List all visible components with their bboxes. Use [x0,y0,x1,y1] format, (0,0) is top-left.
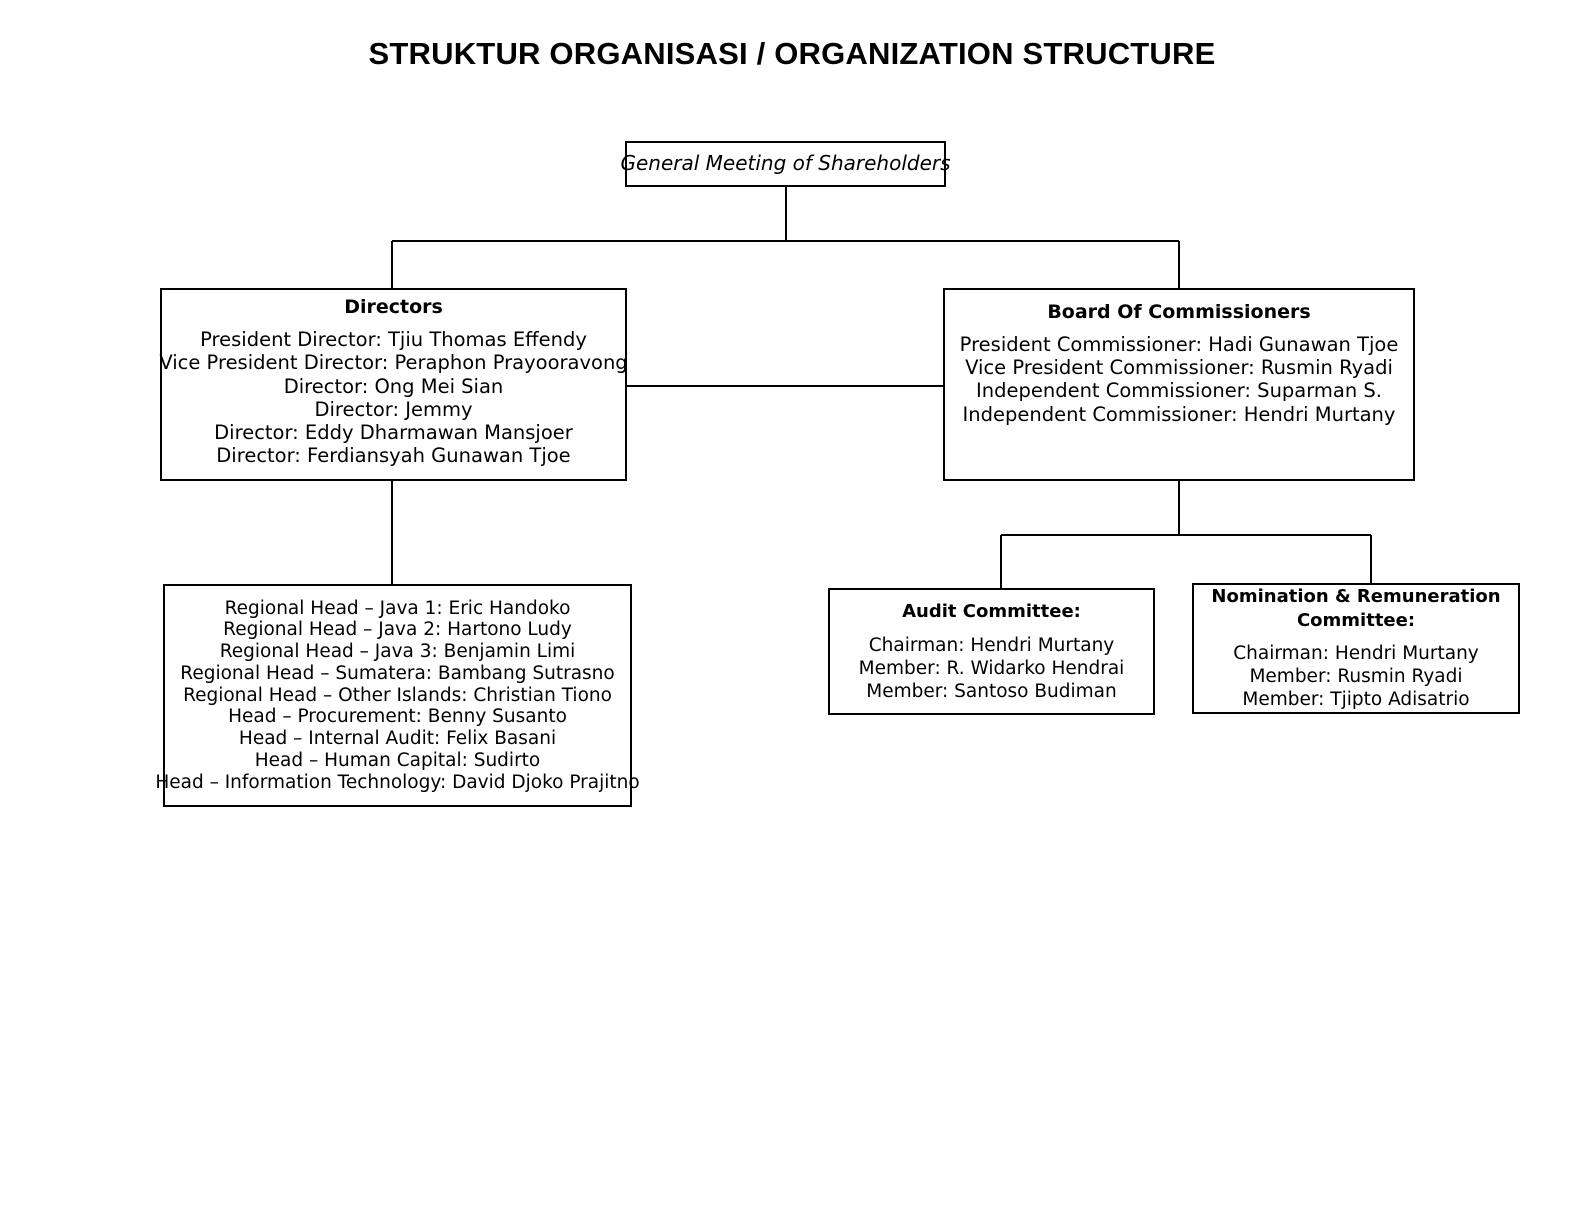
node-line: Member: Tjipto Adisatrio [1242,689,1470,711]
node-line: Independent Commissioner: Suparman S. [975,379,1383,403]
node-body: Regional Head – Java 1: Eric Handoko Reg… [155,598,639,794]
node-line: Member: Rusmin Ryadi [1249,666,1463,688]
node-directors: Directors President Director: Tjiu Thoma… [159,288,628,481]
node-line: Head – Information Technology: David Djo… [155,771,640,793]
node-line: Head – Human Capital: Sudirto [254,749,541,771]
node-heading: Audit Committee: [902,600,1081,622]
node-line: Director: Ferdiansyah Gunawan Tjoe [216,444,571,468]
node-heading: Board Of Commissioners [1047,301,1311,323]
node-line: Head – Internal Audit: Felix Basani [238,728,557,750]
node-nomination-and-remuneration-committee: Nomination & Remuneration Committee: Cha… [1192,583,1520,714]
node-line: Head – Procurement: Benny Susanto [228,706,567,728]
node-line: President Commissioner: Hadi Gunawan Tjo… [959,332,1399,356]
node-heading: Nomination & Remuneration Committee: [1211,586,1501,631]
node-line: Independent Commissioner: Hendri Murtany [962,402,1396,426]
node-regional-and-functional-heads: Regional Head – Java 1: Eric Handoko Reg… [155,584,640,807]
node-line: Director: Jemmy [314,397,473,421]
node-line: Chairman: Hendri Murtany [868,634,1115,656]
node-line: Director: Ong Mei Sian [283,374,504,398]
node-line: President Director: Tjiu Thomas Effendy [200,327,587,351]
node-general-meeting-of-shareholders: General Meeting of Shareholders [620,141,951,187]
node-line: Vice President Director: Peraphon Prayoo… [159,351,628,375]
node-line: Vice President Commissioner: Rusmin Ryad… [965,355,1393,379]
node-line: Regional Head – Other Islands: Christian… [183,684,612,706]
node-line: Regional Head – Java 2: Hartono Ludy [223,619,572,641]
node-line: General Meeting of Shareholders [620,151,951,176]
node-board-of-commissioners: Board Of Commissioners President Commiss… [943,288,1415,481]
node-body: General Meeting of Shareholders [620,151,951,176]
node-line: Regional Head – Java 3: Benjamin Limi [219,641,576,663]
node-body: Chairman: Hendri Murtany Member: R. Wida… [859,634,1125,703]
node-line: Regional Head – Sumatera: Bambang Sutras… [180,662,615,684]
node-audit-committee: Audit Committee: Chairman: Hendri Murtan… [828,588,1155,715]
page-title: STRUKTUR ORGANISASI / ORGANIZATION STRUC… [368,36,1216,71]
node-body: Chairman: Hendri Murtany Member: Rusmin … [1233,642,1479,711]
node-line: Regional Head – Java 1: Eric Handoko [224,597,571,619]
node-heading: Directors [344,296,443,319]
node-line: Director: Eddy Dharmawan Mansjoer [214,421,573,445]
node-line: Chairman: Hendri Murtany [1233,643,1479,665]
node-body: President Commissioner: Hadi Gunawan Tjo… [960,333,1399,426]
node-line: Member: R. Widarko Hendrai [858,658,1125,680]
node-line: Member: Santoso Budiman [866,681,1117,703]
node-body: President Director: Tjiu Thomas Effendy … [159,328,627,468]
